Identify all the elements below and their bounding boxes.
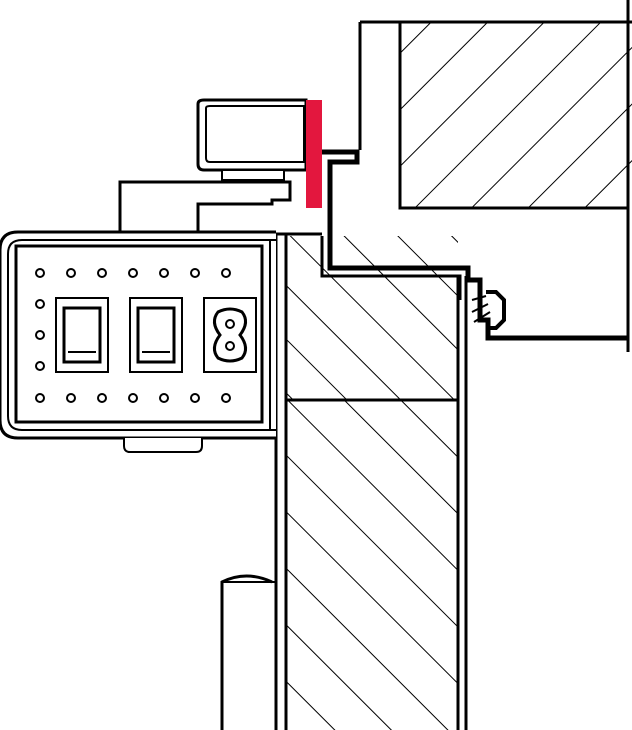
power-socket-figure8 [203, 297, 257, 373]
hatched-door-leaf [286, 400, 458, 730]
door-closer-unit [0, 230, 276, 453]
hatched-upper-frame [286, 236, 458, 402]
mounting-bracket [118, 98, 308, 234]
hatched-wall-block [398, 20, 632, 210]
hinge-pin [220, 574, 276, 730]
vent-dots [35, 268, 231, 403]
rocker-switch [129, 297, 183, 373]
red-seal-strip [306, 100, 322, 208]
rocker-switch [55, 297, 109, 373]
